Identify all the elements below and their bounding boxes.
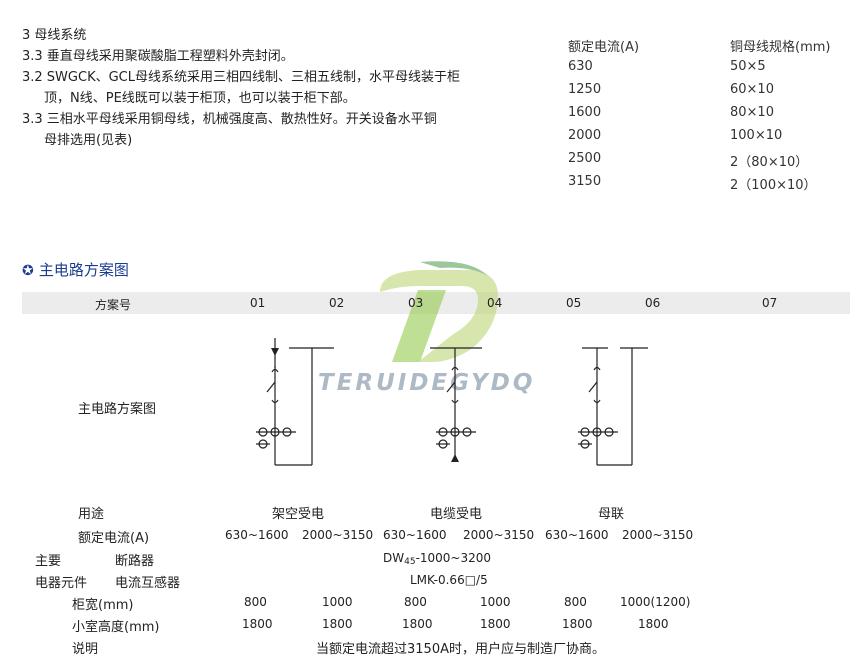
- width-value: 800: [404, 595, 427, 609]
- diagram-row-label: 主电路方案图: [78, 402, 157, 417]
- height-value: 1800: [638, 617, 669, 631]
- paragraph-2-line-2: 顶，N线、PE线既可以装于柜顶，也可以装于柜下部。: [44, 91, 356, 106]
- spec-cell-current: 1250: [568, 82, 602, 97]
- ct-value: LMK-0.66□/5: [410, 573, 488, 587]
- paragraph-3-line-2: 母排选用(见表): [44, 133, 133, 148]
- current-value: 2000~3150: [622, 528, 694, 542]
- spec-cell-current: 3150: [568, 174, 602, 189]
- height-value: 1800: [402, 617, 433, 631]
- scheme-number: 05: [566, 296, 582, 310]
- purpose-value: 架空受电: [272, 507, 325, 522]
- breaker-label: 断路器: [115, 554, 155, 569]
- spec-cell-current: 2000: [568, 128, 602, 143]
- section-title: 主电路方案图: [38, 261, 129, 279]
- note-text: 当额定电流超过3150A时，用户应与制造厂协商。: [316, 642, 605, 657]
- height-label: 小室高度(mm): [72, 620, 160, 635]
- spec-cell-size: 2（80×10）: [730, 155, 809, 170]
- circuit-diagram-cable-incoming: [430, 347, 482, 462]
- circuit-diagram-bus-coupler: [578, 347, 648, 466]
- spec-cell-size: 100×10: [730, 128, 783, 143]
- spec-header-current: 额定电流(A): [568, 40, 640, 55]
- breaker-value: DW45-1000~3200: [383, 551, 492, 567]
- width-value: 800: [244, 595, 267, 609]
- width-value: 1000(1200): [620, 595, 691, 609]
- scheme-number: 06: [645, 296, 661, 310]
- paragraph-1: 3.3 垂直母线采用聚碳酸脂工程塑料外壳封闭。: [22, 49, 294, 64]
- star-icon: ✪: [22, 263, 34, 279]
- watermark-text: TERUIDEGYDQ: [318, 370, 536, 396]
- scheme-number: 07: [762, 296, 778, 310]
- current-value: 630~1600: [225, 528, 289, 542]
- spec-header-size: 铜母线规格(mm): [730, 40, 831, 55]
- scheme-number-label: 方案号: [95, 298, 132, 312]
- width-value: 1000: [480, 595, 511, 609]
- paragraph-3-line-1: 3.3 三相水平母线采用铜母线，机械强度高、散热性好。开关设备水平铜: [22, 112, 437, 127]
- current-value: 630~1600: [383, 528, 447, 542]
- circuit-diagram-overhead-incoming: [256, 338, 334, 466]
- width-value: 800: [564, 595, 587, 609]
- paragraph-2-line-1: 3.2 SWGCK、GCL母线系统采用三相四线制、三相五线制，水平母线装于柜: [22, 70, 460, 85]
- ct-label: 电流互感器: [115, 576, 181, 591]
- main-components-label-1: 主要: [35, 554, 62, 569]
- current-label: 额定电流(A): [78, 531, 150, 546]
- section-heading: 3 母线系统: [22, 28, 87, 43]
- spec-cell-size: 60×10: [730, 82, 774, 97]
- main-components-label-2: 电器元件: [35, 576, 88, 591]
- spec-cell-size: 2（100×10）: [730, 178, 817, 193]
- scheme-number: 01: [250, 296, 266, 310]
- section-title-row: ✪ 主电路方案图: [22, 259, 129, 280]
- width-value: 1000: [322, 595, 353, 609]
- purpose-value: 电缆受电: [430, 507, 483, 522]
- spec-cell-current: 2500: [568, 151, 602, 166]
- spec-cell-current: 630: [568, 59, 593, 74]
- scheme-number: 04: [487, 296, 503, 310]
- note-label: 说明: [72, 642, 99, 657]
- spec-cell-size: 50×5: [730, 59, 766, 74]
- height-value: 1800: [242, 617, 273, 631]
- purpose-value: 母联: [598, 507, 625, 522]
- height-value: 1800: [322, 617, 353, 631]
- current-value: 2000~3150: [302, 528, 374, 542]
- scheme-number: 03: [408, 296, 424, 310]
- spec-cell-current: 1600: [568, 105, 602, 120]
- scheme-number: 02: [329, 296, 345, 310]
- height-value: 1800: [480, 617, 511, 631]
- current-value: 2000~3150: [463, 528, 535, 542]
- spec-cell-size: 80×10: [730, 105, 774, 120]
- width-label: 柜宽(mm): [72, 598, 134, 613]
- height-value: 1800: [562, 617, 593, 631]
- current-value: 630~1600: [545, 528, 609, 542]
- purpose-label: 用途: [78, 507, 105, 522]
